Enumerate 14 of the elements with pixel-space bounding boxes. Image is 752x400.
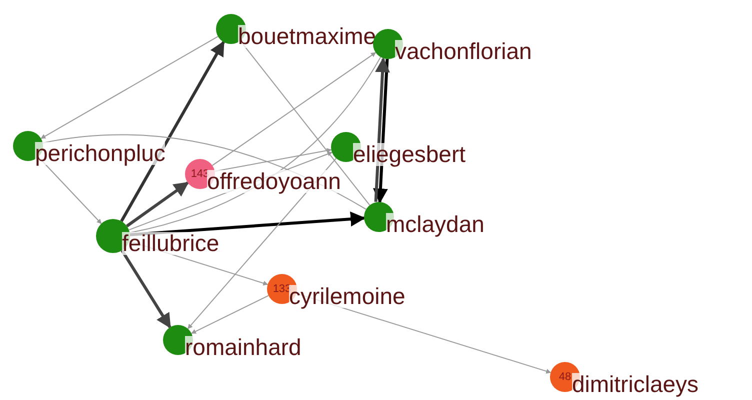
arrow [190, 295, 270, 334]
node-name: cyrilemoine [289, 285, 406, 308]
arrow [212, 52, 376, 166]
node-name: perichonpluc [35, 142, 166, 165]
node-name: feillubrice [122, 232, 220, 255]
arrow [126, 181, 189, 228]
node-name: mclaydan [386, 213, 484, 236]
node-name: bouetmaxime [238, 25, 376, 48]
arrow [40, 36, 218, 139]
node-name: eliegesbert [353, 143, 466, 166]
node-name: offredoyoann [207, 170, 341, 193]
arrow [120, 250, 172, 329]
node-name: dimitriclaeys [572, 373, 699, 396]
arrow [120, 40, 225, 222]
